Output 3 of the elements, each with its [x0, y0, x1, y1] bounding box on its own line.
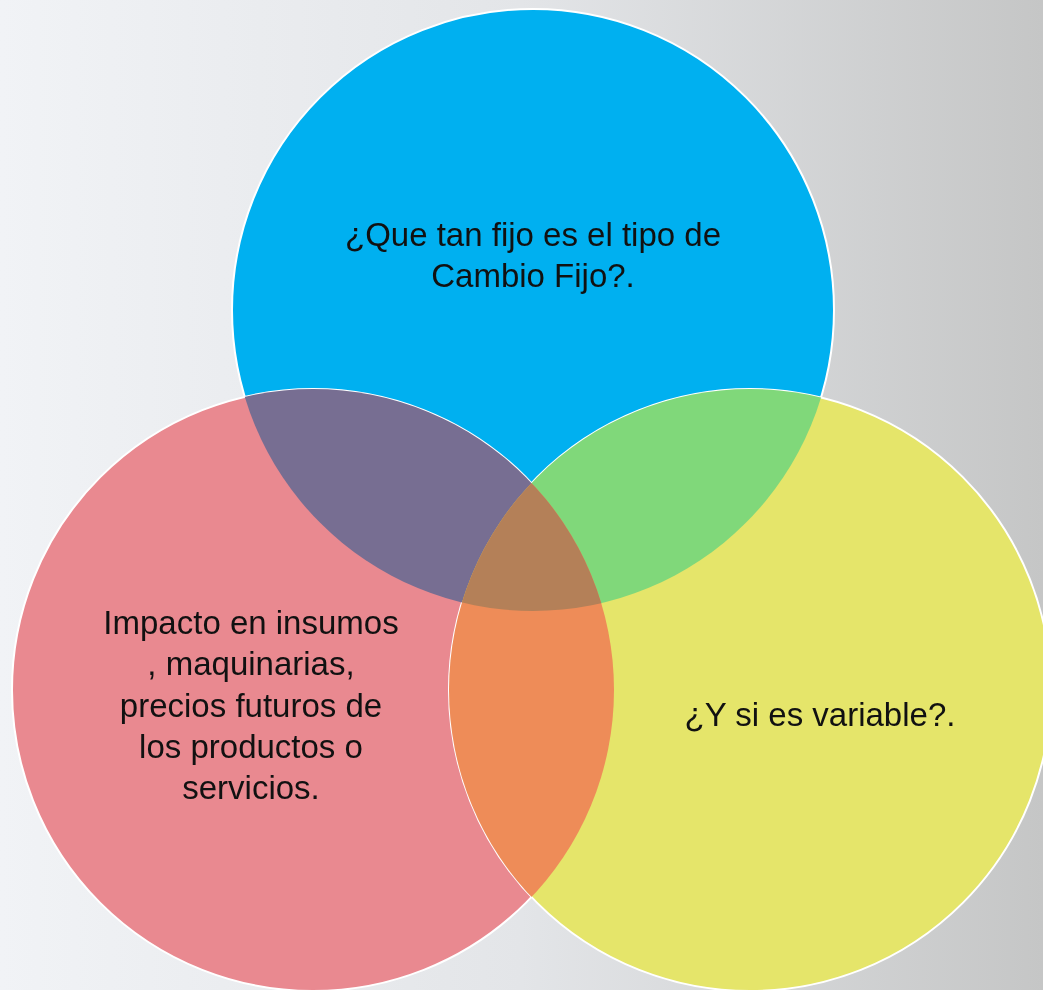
circle-label: ¿Que tan fijo es el tipo de Cambio Fijo?. [343, 214, 723, 296]
circle-label: ¿Y si es variable?. [683, 695, 957, 736]
circle-label: Impacto en insumos , maquinarias, precios futuros de los productos o servicios. [102, 602, 400, 808]
